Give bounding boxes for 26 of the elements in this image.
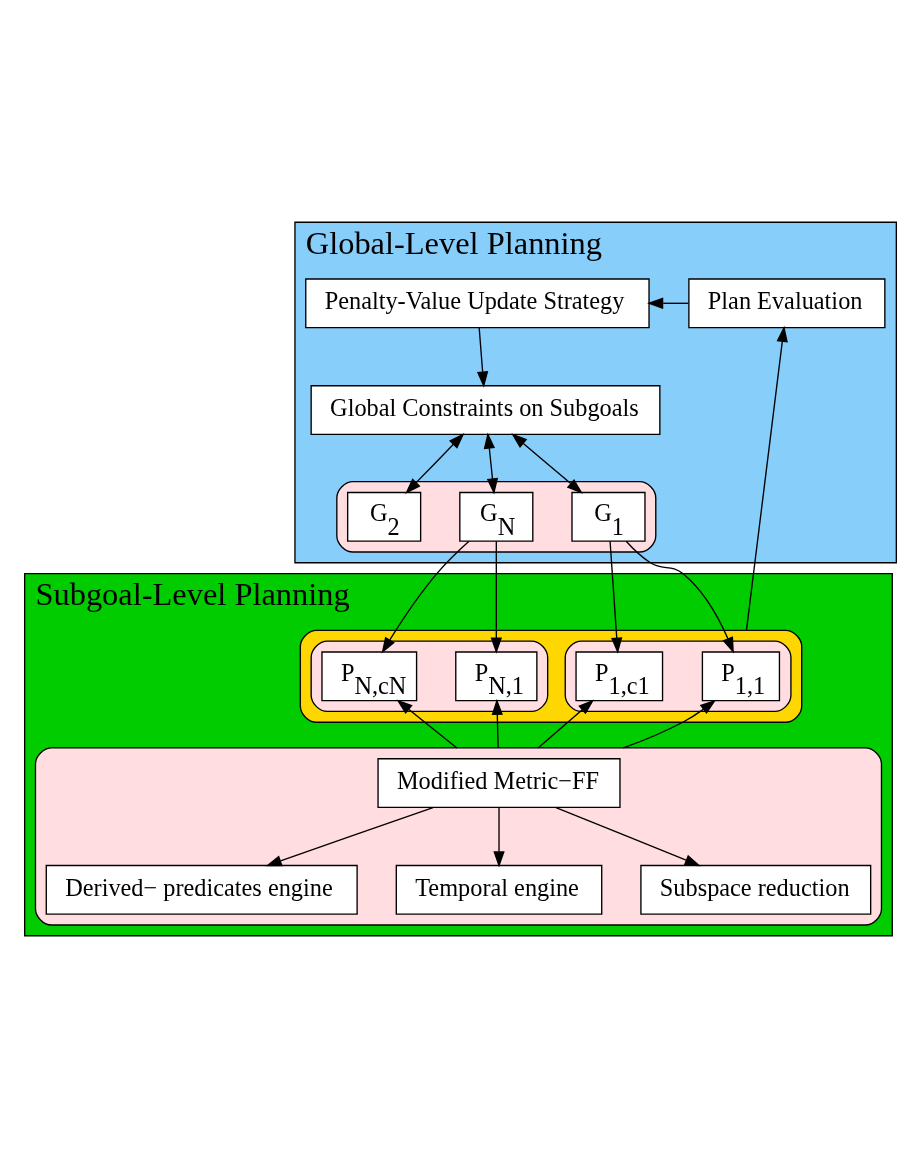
arrow xyxy=(537,698,595,749)
arrow xyxy=(483,432,499,494)
node-box: Penalty-Value Update Strategy xyxy=(305,277,650,328)
arrow xyxy=(381,540,470,653)
arrow xyxy=(745,325,788,631)
node-box: Derived− predicates engine xyxy=(45,864,358,915)
cluster xyxy=(299,629,803,723)
arrow xyxy=(396,698,458,749)
arrow xyxy=(647,297,690,309)
arrow xyxy=(625,540,734,653)
arrow xyxy=(555,806,701,866)
arrow xyxy=(493,806,505,867)
node-box: Temporal engine xyxy=(395,864,603,915)
cluster xyxy=(34,746,883,926)
arrow xyxy=(511,432,583,494)
node-box: Global Constraints on Subgoals xyxy=(310,384,661,435)
node-box: Plan Evaluation xyxy=(688,277,886,328)
arrow xyxy=(622,699,717,749)
node-box: Subspace reduction xyxy=(640,864,872,915)
arrow xyxy=(476,326,489,388)
arrow xyxy=(405,432,465,494)
arrow xyxy=(609,540,623,654)
arrow xyxy=(491,698,503,749)
node-box: Modified Metric−FF xyxy=(377,757,621,808)
arrow xyxy=(490,540,502,654)
arrow xyxy=(265,806,434,866)
